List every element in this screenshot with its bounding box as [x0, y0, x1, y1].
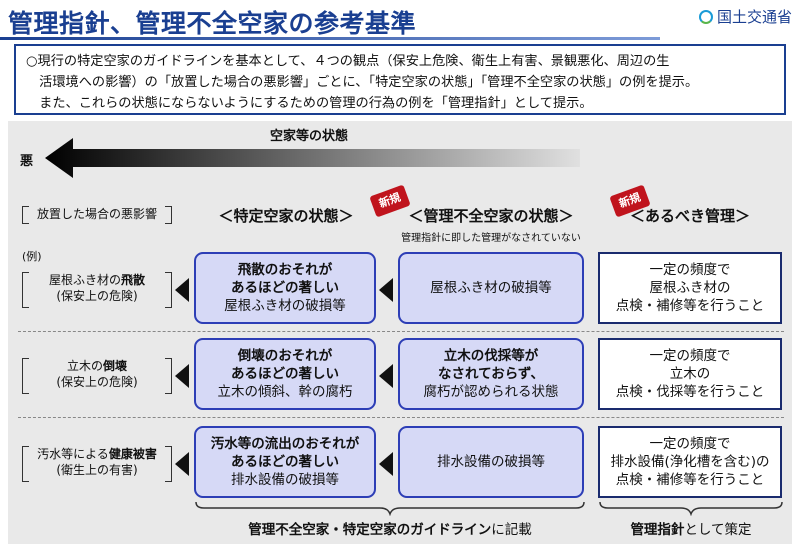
bad-label: 悪: [20, 154, 34, 169]
arrow-row-2-a: [175, 364, 189, 388]
arrow-row-1-b: [379, 278, 393, 302]
arrow-row-1-a: [175, 278, 189, 302]
arubeki-box-row-1: 一定の頻度で 屋根ふき材の 点検・補修等を行うこと: [598, 252, 782, 324]
effect-header: 放置した場合の悪影響: [22, 206, 172, 224]
tokutei-box-row-1: 飛散のおそれが あるほどの著しい 屋根ふき材の破損等: [194, 252, 376, 324]
example-label: (例): [22, 250, 42, 263]
kanri-fuzen-box-row-3: 排水設備の破損等: [398, 426, 584, 498]
intro-line-3: また、これらの状態にならないようにするための管理の行為の例を「管理指針」として提…: [26, 96, 593, 111]
effect-row-3: 汚水等による健康被害 (衛生上の有害): [22, 446, 172, 482]
guideline-brace: [195, 501, 585, 516]
kanri-fuzen-header: ＜管理不全空家の状態＞: [408, 207, 574, 225]
row-separator-2: [18, 417, 784, 418]
state-gradient-arrow: [45, 138, 580, 178]
arrow-row-2-b: [379, 364, 393, 388]
effect-row-2: 立木の倒壊 (保安上の危険): [22, 358, 172, 394]
page-title: 管理指針、管理不全空家の参考基準: [8, 9, 417, 38]
ministry-logo-icon: [698, 9, 713, 24]
intro-line-1: ○現行の特定空家のガイドラインを基本として、４つの観点（保安上危険、衛生上有害、…: [26, 54, 670, 69]
ministry-name: 国土交通省: [698, 6, 792, 27]
state-arrow-title: 空家等の状態: [270, 129, 349, 144]
kanri-fuzen-box-row-2: 立木の伐採等が なされておらず、 腐朽が認められる状態: [398, 338, 584, 410]
arrow-row-3-a: [175, 452, 189, 476]
tokutei-box-row-3: 汚水等の流出のおそれが あるほどの著しい 排水設備の破損等: [194, 426, 376, 498]
intro-line-2: 活環境への影響）の「放置した場合の悪影響」ごとに、「特定空家の状態」「管理不全空…: [26, 75, 699, 90]
tokutei-header: ＜特定空家の状態＞: [218, 207, 354, 225]
arrow-row-3-b: [379, 452, 393, 476]
title-bar: 管理指針、管理不全空家の参考基準 国土交通省: [0, 0, 800, 40]
intro-box: ○現行の特定空家のガイドラインを基本として、４つの観点（保安上危険、衛生上有害、…: [14, 44, 786, 115]
arubeki-box-row-3: 一定の頻度で 排水設備(浄化槽を含む)の 点検・補修等を行うこと: [598, 426, 782, 498]
guideline-brace-right: [599, 501, 783, 516]
footer-guideline-note: 管理不全空家・特定空家のガイドラインに記載: [248, 522, 532, 538]
arubeki-header: ＜あるべき管理＞: [629, 207, 750, 225]
footer-shishin-note: 管理指針として策定: [630, 522, 752, 538]
arubeki-box-row-2: 一定の頻度で 立木の 点検・伐採等を行うこと: [598, 338, 782, 410]
kanri-fuzen-box-row-1: 屋根ふき材の破損等: [398, 252, 584, 324]
ministry-label: 国土交通省: [716, 8, 792, 26]
row-separator-1: [18, 331, 784, 332]
kanri-fuzen-subheader: 管理指針に即した管理がなされていない: [401, 233, 581, 244]
tokutei-box-row-2: 倒壊のおそれが あるほどの著しい 立木の傾斜、幹の腐朽: [194, 338, 376, 410]
title-underline: [0, 37, 660, 40]
effect-row-1: 屋根ふき材の飛散 (保安上の危険): [22, 272, 172, 308]
